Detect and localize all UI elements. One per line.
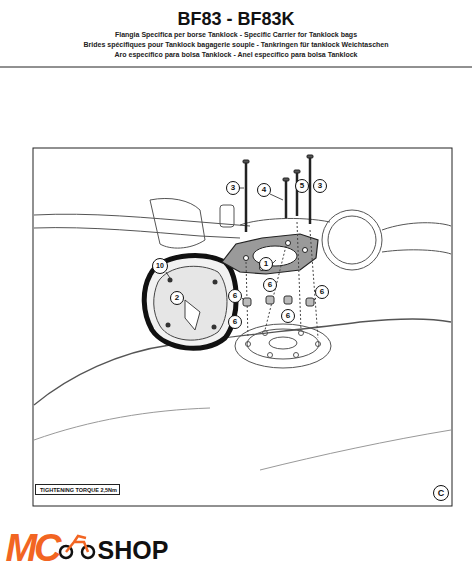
callout-number: 5: [295, 179, 309, 193]
callout-number: 6: [263, 278, 277, 292]
spacers: [243, 296, 314, 306]
subtitle-line: Flangia Specifica per borse Tanklock - S…: [115, 30, 357, 39]
note-text: TIGHTENING TORQUE 2,5Nm: [40, 487, 115, 494]
subtitle-line: Aro específico para bolsa Tanklock - Ane…: [114, 50, 357, 59]
kit-title: BF83 - BF83K: [177, 9, 294, 29]
callout-number: 10: [152, 258, 168, 274]
logo-text: MC: [5, 528, 58, 568]
note-box: TIGHTENING TORQUE 2,5Nm: [35, 484, 120, 495]
motorcycle-drawing: [34, 198, 451, 470]
assembly-axis: [246, 222, 318, 338]
callout-number: 3: [226, 181, 240, 195]
logo-motorcycle-icon: [60, 536, 94, 558]
callout-number: 2: [170, 291, 184, 305]
logo-text: SHOP: [98, 536, 169, 564]
flange-plate: [222, 234, 318, 274]
callout-number: 6: [228, 315, 242, 329]
callout-number: 4: [257, 183, 271, 197]
callout-number: 6: [281, 309, 295, 323]
callout-number: 3: [313, 179, 327, 193]
callout-number: 6: [228, 289, 242, 303]
callout-number: 1: [259, 257, 273, 271]
callout-leaders: [166, 188, 316, 300]
callout-number: 6: [315, 285, 329, 299]
frame: [33, 148, 452, 506]
tanklock-ring: [144, 256, 236, 349]
screws: [243, 155, 313, 232]
header-rule: [0, 67, 472, 68]
corner-letter: C: [433, 485, 449, 501]
subtitle-line: Brides spécifiques pour Tanklock bagager…: [84, 40, 389, 49]
